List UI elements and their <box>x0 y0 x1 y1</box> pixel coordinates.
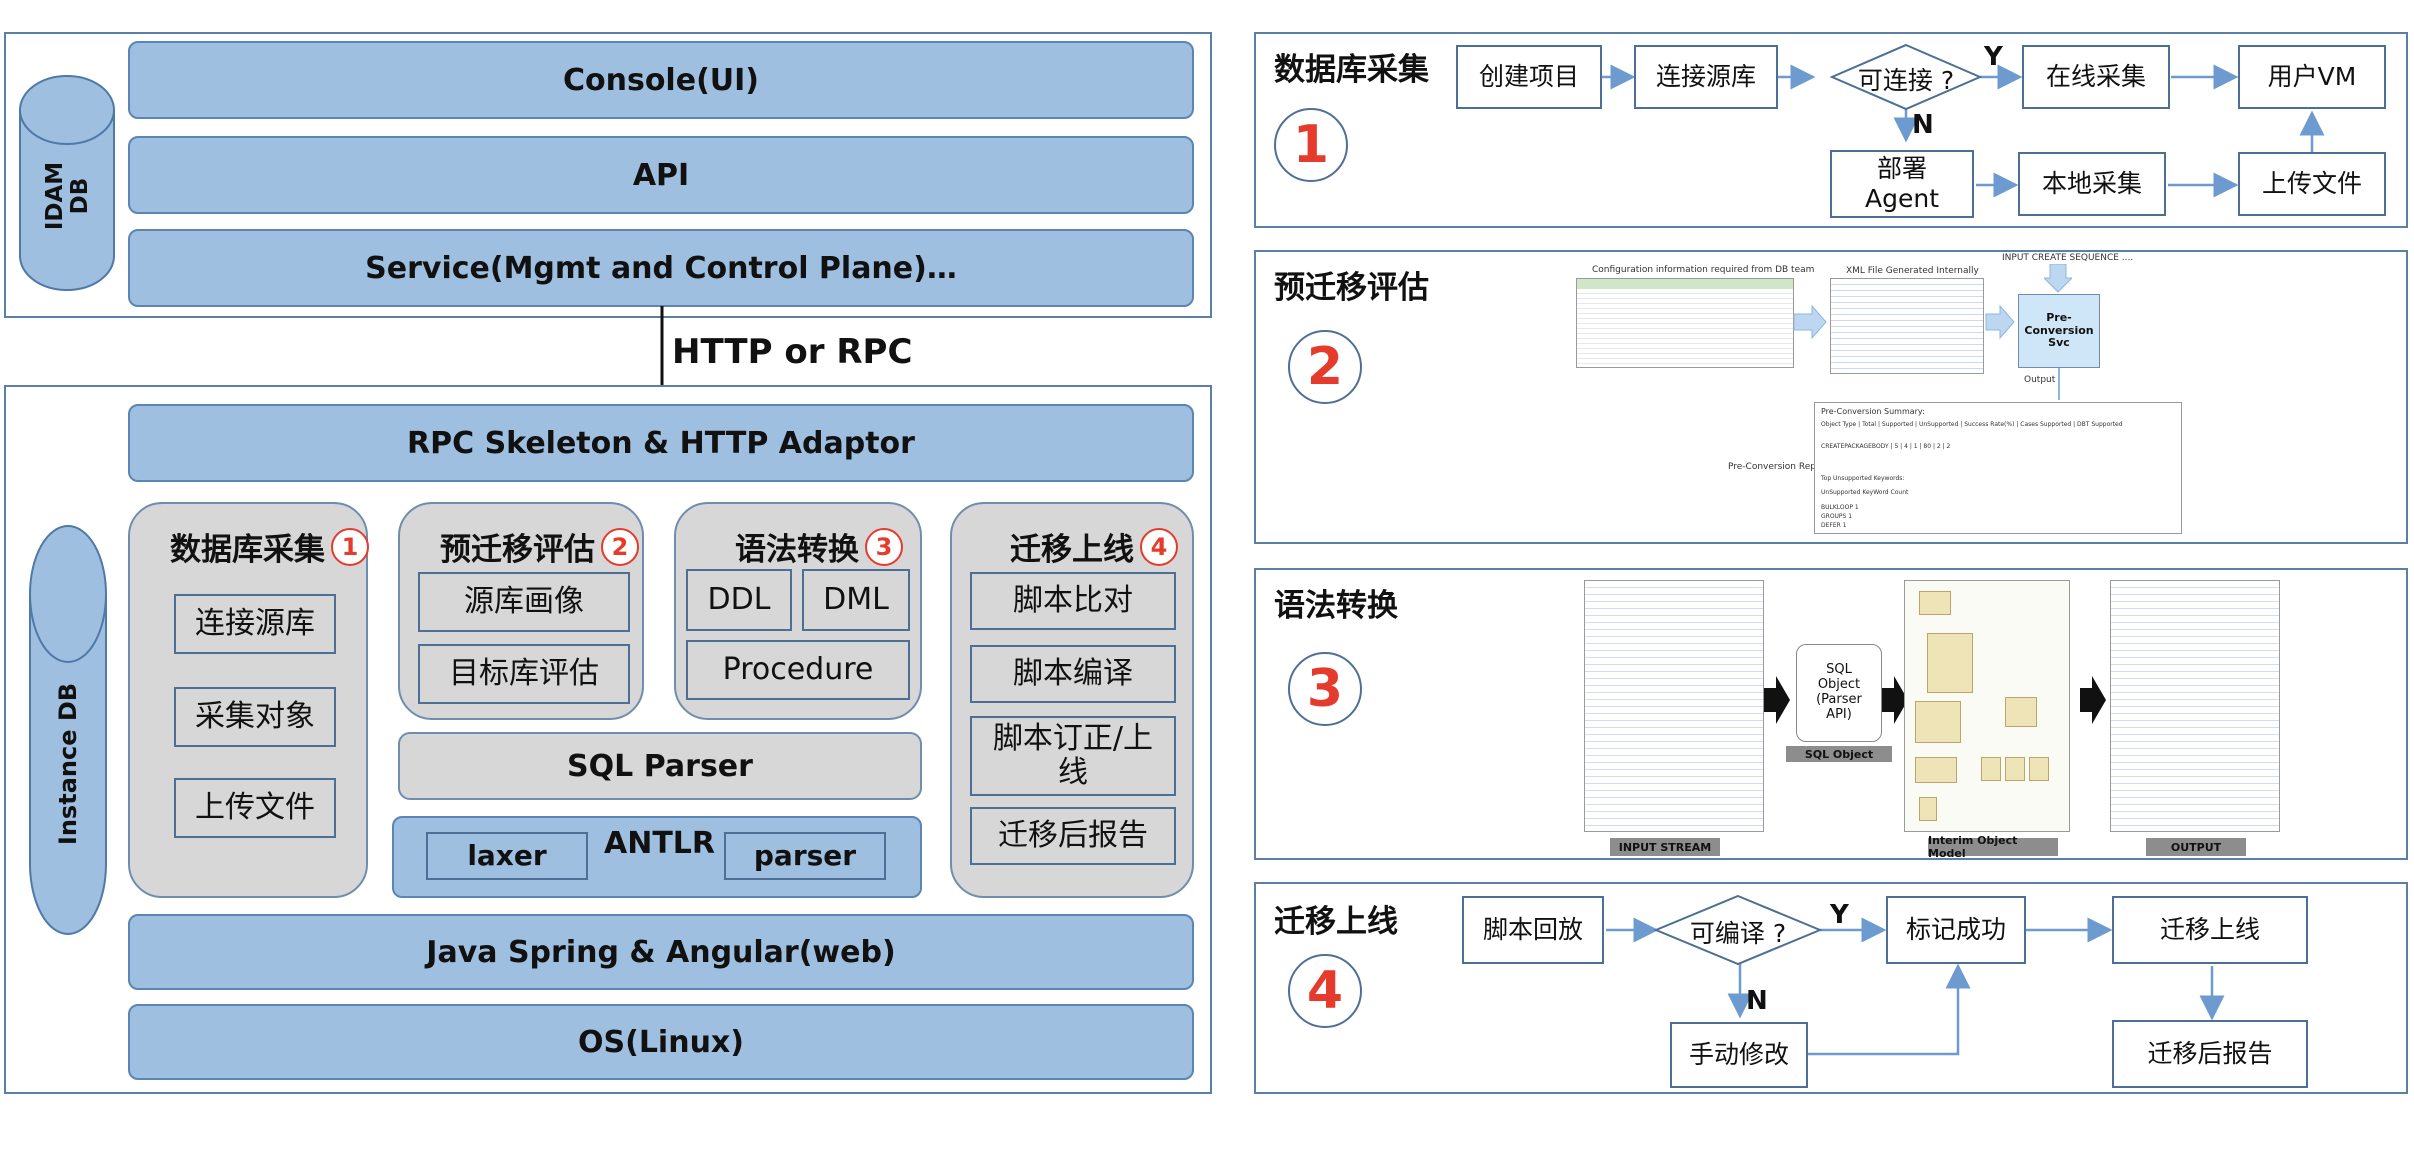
keyword-head: UnSupported KeyWord Count <box>1821 489 1909 496</box>
keyword-row: DEFER 1 <box>1821 522 1847 529</box>
yes-label: Y <box>1984 42 2003 72</box>
config-caption: Configuration information required from … <box>1592 265 1815 275</box>
module-4-badge: 4 <box>1140 527 1178 566</box>
section-1-connectors <box>1600 43 2325 198</box>
input-sequence-caption: INPUT CREATE SEQUENCE .... <box>2002 253 2134 263</box>
input-stream-code-thumbnail <box>1584 580 1764 832</box>
section-4-connectors <box>1606 894 2225 1056</box>
antlr-label: ANTLR <box>604 826 716 861</box>
module-3-badge: 3 <box>865 527 903 566</box>
keyword-row: BULKLOOP 1 <box>1821 504 1859 511</box>
section-3-title: 语法转换 <box>1274 588 1398 624</box>
service-bar: Service(Mgmt and Control Plane)… <box>128 229 1194 307</box>
module-4-item: 迁移后报告 <box>970 807 1176 865</box>
section-1-title: 数据库采集 <box>1274 52 1429 88</box>
no-label: N <box>1746 986 1768 1016</box>
create-project-box: 创建项目 <box>1456 45 1602 109</box>
online-collect-box: 在线采集 <box>2022 45 2170 109</box>
pre-conversion-svc: Pre- Conversion Svc <box>2018 294 2100 368</box>
module-3-item: DDL <box>686 569 792 631</box>
module-1-title: 数据库采集 1 <box>170 524 369 569</box>
parser-box: parser <box>724 832 886 880</box>
module-4-item: 脚本编译 <box>970 645 1176 703</box>
java-spring-bar: Java Spring & Angular(web) <box>128 914 1194 990</box>
section-4-title: 迁移上线 <box>1274 904 1398 940</box>
section-3-number: 3 <box>1288 652 1362 726</box>
keyword-row: GROUPS 1 <box>1821 513 1853 520</box>
can-compile-decision: 可编译 ? <box>1689 919 1787 948</box>
connect-source-box: 连接源库 <box>1634 45 1778 109</box>
output-code-thumbnail <box>2110 580 2280 832</box>
section-2-title: 预迁移评估 <box>1274 270 1429 306</box>
section-1-number: 1 <box>1274 108 1348 182</box>
interim-model-tab: Interim Object Model <box>1928 834 2058 860</box>
mark-success-box: 标记成功 <box>1886 896 2026 964</box>
sql-object-box: SQL Object (Parser API) <box>1796 644 1882 742</box>
module-3-item: Procedure <box>686 640 910 700</box>
module-1-item: 连接源库 <box>174 594 336 654</box>
module-3-title: 语法转换 3 <box>735 524 903 569</box>
sql-parser-box: SQL Parser <box>398 732 922 800</box>
module-4-item: 脚本比对 <box>970 572 1176 630</box>
module-1-badge: 1 <box>331 527 369 566</box>
can-connect-decision: 可连接 ? <box>1857 66 1955 95</box>
console-ui-bar: Console(UI) <box>128 41 1194 119</box>
deploy-agent-box: 部署 Agent <box>1830 150 1974 218</box>
report-thumbnail: Pre-Conversion Summary: Object Type | To… <box>1814 402 2182 534</box>
module-2-item: 源库画像 <box>418 572 630 632</box>
section-4-number: 4 <box>1288 954 1362 1028</box>
user-vm-box: 用户VM <box>2238 45 2386 109</box>
module-1-item: 采集对象 <box>174 687 336 747</box>
module-2-title: 预迁移评估 2 <box>440 524 639 569</box>
os-linux-bar: OS(Linux) <box>128 1004 1194 1080</box>
xml-thumbnail <box>1830 278 1984 374</box>
protocol-label: HTTP or RPC <box>672 332 913 372</box>
section-2-number: 2 <box>1288 330 1362 404</box>
upload-file-box: 上传文件 <box>2238 152 2386 216</box>
yes-label: Y <box>1830 900 1849 930</box>
output-caption: Output <box>2024 375 2056 385</box>
config-table-thumbnail <box>1576 278 1794 368</box>
module-2-badge: 2 <box>601 527 639 566</box>
module-1-title-text: 数据库采集 <box>170 532 325 568</box>
module-2-title-text: 预迁移评估 <box>440 532 595 568</box>
module-1-item: 上传文件 <box>174 778 336 838</box>
no-label: N <box>1912 110 1934 140</box>
section-2-arrows <box>1793 304 2015 340</box>
report-label: Pre-Conversion Report <box>1728 462 1829 472</box>
instance-db-cylinder <box>29 525 107 935</box>
local-collect-box: 本地采集 <box>2018 152 2166 216</box>
laxer-box: laxer <box>426 832 588 880</box>
output-tab: OUTPUT <box>2146 838 2246 856</box>
top-keywords: Top Unsupported Keywords: <box>1821 475 1905 482</box>
module-2-item: 目标库评估 <box>418 644 630 704</box>
section-3-arrows <box>1764 676 2106 724</box>
module-4-title: 迁移上线 4 <box>1010 524 1178 569</box>
report-head: Pre-Conversion Summary: <box>1821 407 1925 416</box>
interim-model-thumbnail <box>1904 580 2070 832</box>
module-4-title-text: 迁移上线 <box>1010 532 1134 568</box>
idam-db-cylinder <box>19 75 115 291</box>
post-migration-report-box: 迁移后报告 <box>2112 1020 2308 1088</box>
module-3-title-text: 语法转换 <box>735 532 859 568</box>
instance-db-label: Instance DB <box>54 682 82 846</box>
script-replay-box: 脚本回放 <box>1462 896 1604 964</box>
output-down-arrow <box>2058 368 2060 400</box>
module-3-item: DML <box>802 569 910 631</box>
migrate-online-box: 迁移上线 <box>2112 896 2308 964</box>
input-down-arrow <box>2044 264 2072 293</box>
module-4-item: 脚本订正/上线 <box>970 716 1176 796</box>
xml-caption: XML File Generated Internally <box>1846 266 1979 276</box>
sql-object-tab: SQL Object <box>1786 746 1892 762</box>
report-cols: Object Type | Total | Supported | UnSupp… <box>1821 421 2123 428</box>
report-row: CREATEPACKAGEBODY | 5 | 4 | 1 | 80 | 2 |… <box>1821 443 1951 450</box>
input-stream-tab: INPUT STREAM <box>1610 838 1720 856</box>
rpc-http-adaptor-bar: RPC Skeleton & HTTP Adaptor <box>128 404 1194 482</box>
manual-fix-box: 手动修改 <box>1670 1022 1808 1088</box>
api-bar: API <box>128 136 1194 214</box>
